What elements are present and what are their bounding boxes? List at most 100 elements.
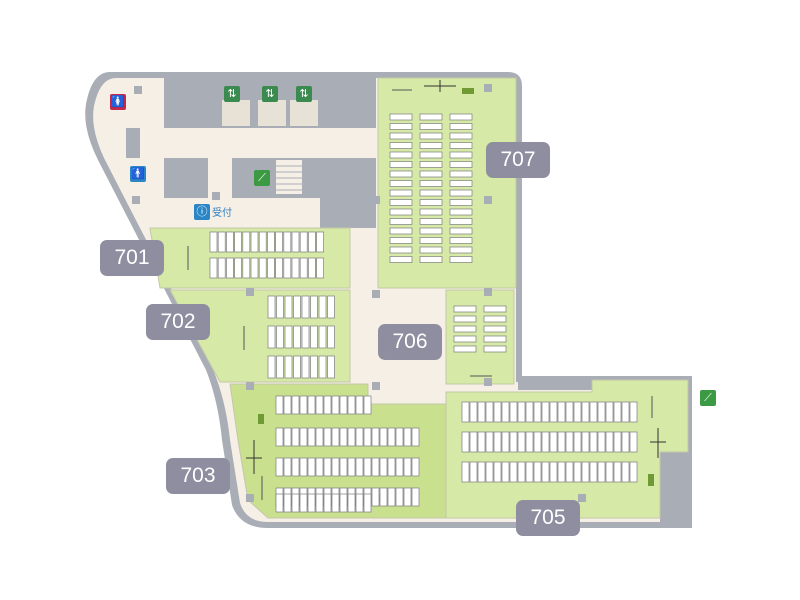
seat	[323, 457, 332, 477]
seat	[589, 431, 598, 453]
seat	[363, 427, 372, 447]
seat	[347, 457, 356, 477]
seat	[449, 189, 473, 197]
seat	[525, 401, 534, 423]
room-label-706[interactable]: 706	[378, 324, 442, 360]
seat	[419, 218, 443, 225]
seat	[449, 208, 473, 216]
seat	[469, 431, 478, 453]
elevator-shaft-2	[258, 100, 286, 126]
seat	[258, 257, 267, 279]
seat	[589, 461, 598, 483]
seat	[389, 170, 413, 178]
seat	[316, 257, 324, 279]
seating-rows	[209, 113, 638, 513]
womens-restroom-icon: 🚺	[110, 94, 126, 110]
elevator-shaft-1	[222, 100, 250, 126]
seat	[299, 257, 308, 279]
seat	[299, 395, 308, 415]
seat	[291, 231, 300, 253]
seat	[331, 493, 340, 513]
seat	[477, 461, 486, 483]
info-icon: ⓘ	[194, 204, 210, 220]
seat	[389, 142, 413, 149]
seat	[299, 457, 308, 477]
seat	[419, 199, 443, 206]
seat	[509, 431, 518, 453]
seat	[234, 257, 242, 279]
seat	[453, 345, 477, 353]
seat	[493, 431, 502, 453]
seat	[449, 246, 473, 254]
seat	[355, 493, 364, 513]
seat	[419, 189, 443, 197]
seat	[331, 427, 340, 447]
seat	[318, 355, 327, 379]
seat	[411, 487, 420, 507]
seat	[284, 355, 293, 379]
seat	[283, 427, 292, 447]
seat	[461, 401, 470, 423]
room-label-707[interactable]: 707	[486, 142, 550, 178]
seat	[493, 461, 502, 483]
right-wall-block	[518, 376, 592, 390]
seat	[301, 355, 310, 379]
seat	[276, 325, 284, 349]
seat	[318, 295, 327, 319]
seat	[419, 142, 443, 149]
seat	[355, 395, 364, 415]
seat	[581, 431, 590, 453]
room-label-703[interactable]: 703	[166, 458, 230, 494]
seat	[483, 315, 507, 323]
seat	[557, 431, 566, 453]
seat	[316, 231, 324, 253]
seat	[483, 305, 507, 313]
seat	[299, 231, 308, 253]
seat	[283, 457, 292, 477]
seat	[605, 431, 614, 453]
room-label-702[interactable]: 702	[146, 304, 210, 340]
seat	[597, 461, 606, 483]
seat	[533, 401, 542, 423]
seat	[581, 461, 590, 483]
seat	[371, 427, 380, 447]
seat	[293, 325, 301, 349]
seat	[389, 189, 413, 197]
seat	[389, 218, 413, 225]
seat	[209, 257, 218, 279]
room-label-705[interactable]: 705	[516, 500, 580, 536]
stairs-icon: ⟋	[700, 390, 716, 406]
seat	[234, 231, 242, 253]
seat	[411, 427, 420, 447]
seat	[283, 257, 292, 279]
seat	[449, 256, 473, 263]
seat	[389, 227, 413, 235]
stairs-icon: ⟋	[254, 170, 270, 186]
seat	[275, 427, 284, 447]
seat	[449, 199, 473, 206]
reception-label: 受付	[212, 208, 232, 219]
seat	[403, 487, 412, 507]
seat	[347, 427, 356, 447]
seat	[323, 395, 332, 415]
seat	[449, 227, 473, 235]
seat	[291, 427, 300, 447]
seat	[389, 237, 413, 244]
seat	[597, 401, 606, 423]
seat	[613, 401, 622, 423]
seat	[509, 401, 518, 423]
seat	[629, 401, 638, 423]
room-label-701[interactable]: 701	[100, 240, 164, 276]
seat	[549, 431, 558, 453]
seat	[483, 335, 507, 343]
seat	[267, 325, 276, 349]
seat	[307, 427, 316, 447]
seat	[276, 295, 284, 319]
seat	[209, 231, 218, 253]
seat	[589, 401, 598, 423]
seat	[469, 461, 478, 483]
seat	[327, 355, 335, 379]
seat	[419, 208, 443, 216]
seat	[565, 431, 574, 453]
